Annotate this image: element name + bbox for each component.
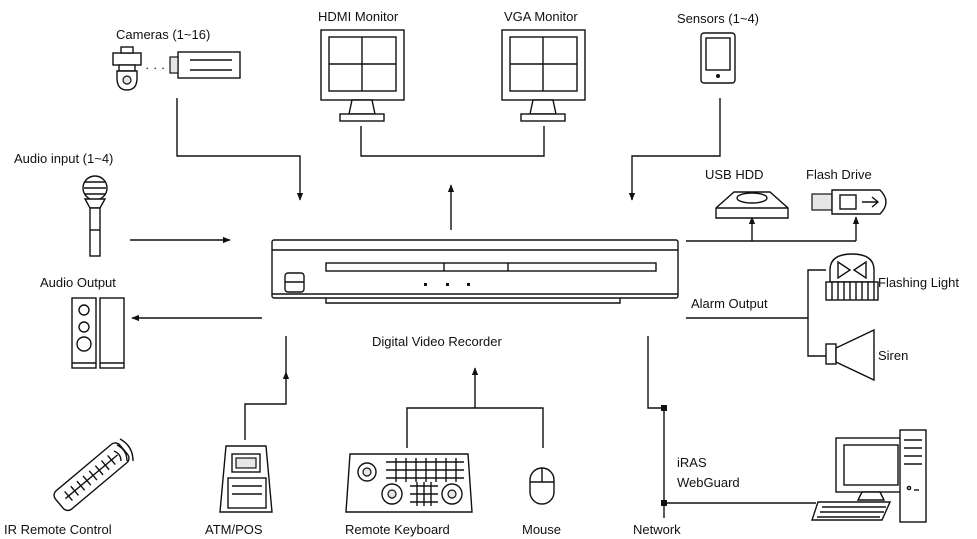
sensor-line [628, 98, 721, 201]
flash-drive-label: Flash Drive [806, 167, 872, 182]
mouse-icon [529, 467, 555, 505]
microphone-icon [82, 175, 108, 257]
cameras-label: Cameras (1~16) [116, 27, 211, 42]
dvr-label: Digital Video Recorder [372, 334, 502, 349]
siren-label: Siren [878, 348, 909, 363]
audio-input-label: Audio input (1~4) [14, 151, 114, 166]
connection-lines [130, 98, 860, 518]
remote-keyboard-label: Remote Keyboard [345, 522, 450, 537]
camera-line [176, 98, 304, 201]
atm-pos-label: ATM/POS [205, 522, 263, 537]
dvr-unit [271, 239, 679, 304]
camera-ellipsis: · · · [145, 60, 165, 75]
network-label: Network [633, 522, 681, 537]
network-line [647, 336, 665, 518]
audio-output-label: Audio Output [40, 275, 116, 290]
alarm-output-label: Alarm Output [691, 296, 768, 311]
iras-label: iRAS [677, 455, 707, 470]
atm-pos-icon [219, 445, 273, 513]
box-camera-icon [169, 51, 241, 79]
webguard-label: WebGuard [677, 475, 740, 490]
monitor-line-split [360, 126, 545, 157]
siren-icon [825, 328, 875, 382]
sensor-icon [700, 32, 736, 84]
flash-drive-icon [811, 189, 887, 215]
sensors-label: Sensors (1~4) [677, 11, 760, 26]
vga-monitor-icon [501, 29, 586, 122]
computer-icon [811, 429, 927, 523]
alarm-line [686, 269, 826, 319]
usb-hdd-icon [715, 191, 789, 219]
keyboard-mouse-line [406, 407, 544, 448]
flashing-light-label: Flashing Light [878, 275, 959, 290]
mouse-label: Mouse [522, 522, 562, 537]
atm-line [244, 371, 290, 440]
ir-remote-icon [53, 438, 134, 512]
hdmi-monitor-label: HDMI Monitor [318, 9, 399, 24]
usb-hdd-label: USB HDD [705, 167, 764, 182]
vga-monitor-label: VGA Monitor [504, 9, 578, 24]
speakers-icon [71, 297, 125, 369]
dome-camera-icon [112, 46, 142, 91]
ir-remote-label: IR Remote Control [4, 522, 112, 537]
remote-keyboard-icon [345, 453, 473, 513]
flashing-light-icon [825, 253, 879, 301]
hdmi-monitor-icon [320, 29, 405, 122]
